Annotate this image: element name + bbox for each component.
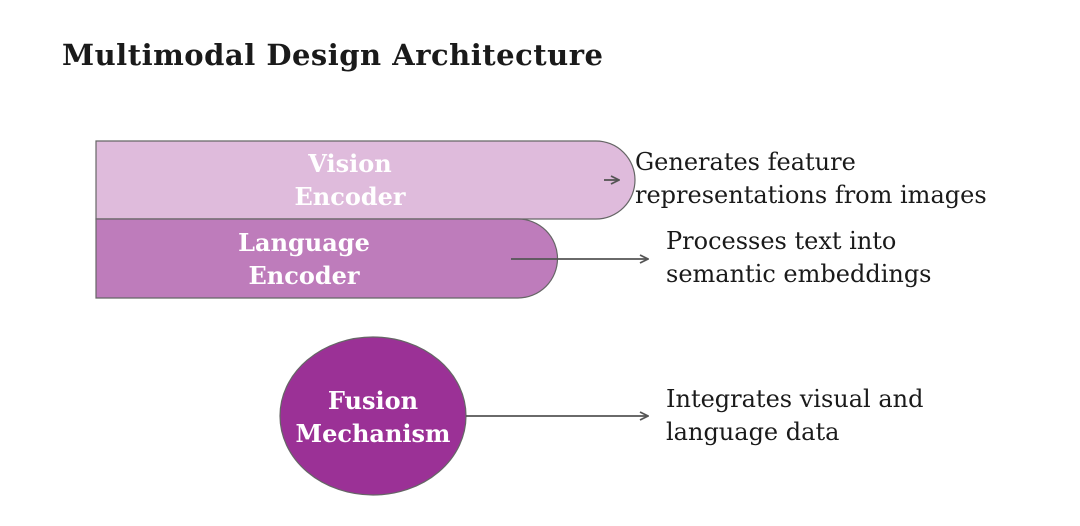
vision-encoder-label: Vision Encoder: [294, 149, 406, 211]
fusion-mechanism-label: Fusion Mechanism: [295, 386, 451, 448]
vision-encoder-description: Generates feature representations from i…: [635, 148, 987, 209]
language-encoder-label: Language Encoder: [238, 228, 370, 290]
vision-encoder-shape: [95, 140, 636, 220]
language-encoder-shape: [95, 218, 559, 299]
fusion-mechanism-description: Integrates visual and language data: [666, 385, 924, 446]
language-encoder-description: Processes text into semantic embeddings: [666, 227, 932, 288]
page-title: Multimodal Design Architecture: [62, 38, 604, 72]
